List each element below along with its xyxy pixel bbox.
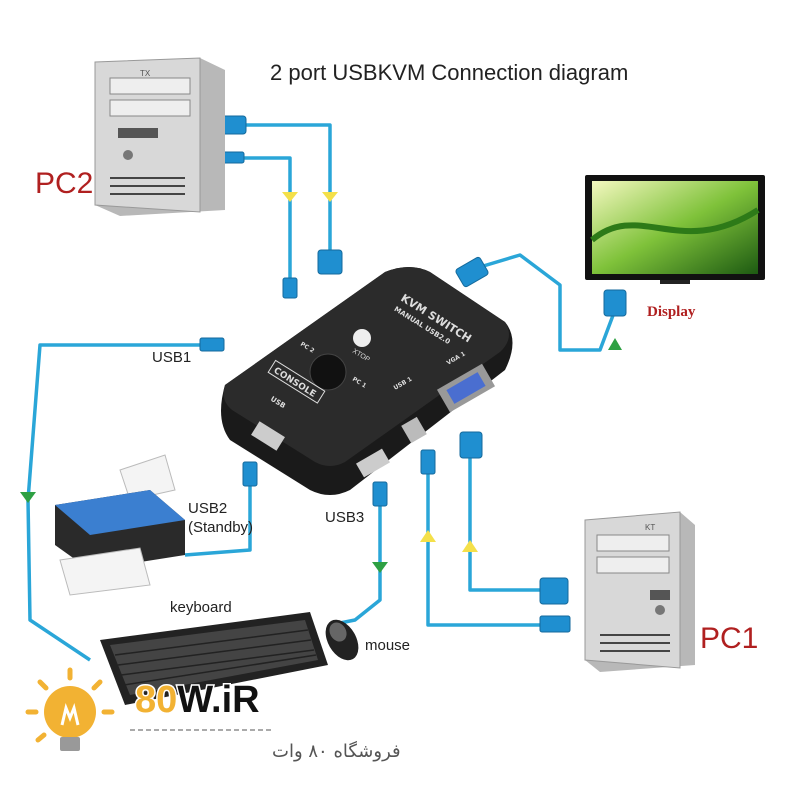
- mouse-label: mouse: [365, 637, 410, 654]
- arrow-up-icon: [608, 338, 622, 350]
- watermark-tagline: فروشگاه ۸۰ وات: [272, 740, 401, 762]
- printer: [55, 454, 185, 596]
- watermark: 80W.iR فروشگاه ۸۰ وات: [25, 667, 401, 762]
- kvm-switch: KVM SWITCH MANUAL USB2.0 CONSOLE USB PC …: [221, 267, 513, 495]
- brand-logo: [353, 329, 371, 347]
- display-cable: [469, 253, 617, 352]
- pc1-label: PC1: [700, 622, 758, 655]
- arrow-up-icon: [420, 530, 436, 542]
- usb2-standby-label: (Standby): [188, 519, 253, 536]
- monitor: [585, 175, 765, 284]
- pc2-tag: TX: [140, 69, 151, 78]
- keyboard: [100, 612, 328, 705]
- keyboard-label: keyboard: [170, 599, 232, 616]
- direction-arrows: [20, 192, 622, 573]
- pc1-usb-cable: [426, 460, 545, 627]
- pc2-tower: TX: [94, 57, 225, 216]
- arrow-down-icon: [20, 492, 36, 503]
- pc1-vga-cable: [468, 455, 545, 592]
- pc1-tower: KT: [584, 511, 695, 672]
- arrow-up-icon: [462, 540, 478, 552]
- diagram-title: 2 port USBKVM Connection diagram: [270, 60, 628, 85]
- mouse: [325, 619, 359, 661]
- pc2-vga-cable: [240, 123, 332, 260]
- pc2-usb-cable: [240, 156, 292, 290]
- arrow-down-icon: [372, 562, 388, 573]
- usb2-label: USB2: [188, 500, 227, 517]
- usb1-label: USB1: [152, 349, 191, 366]
- connectors: [199, 115, 627, 633]
- pc2-label: PC2: [35, 167, 93, 200]
- pc1-tag: KT: [645, 523, 655, 532]
- cables: [26, 123, 617, 662]
- lightbulb-icon: [25, 667, 115, 751]
- arrow-down-icon: [322, 192, 338, 202]
- watermark-logo: 80W.iR: [135, 679, 260, 721]
- usb3-label: USB3: [325, 509, 364, 526]
- display-label: Display: [647, 304, 696, 320]
- arrow-down-icon: [282, 192, 298, 202]
- usb2-cable: [184, 470, 252, 557]
